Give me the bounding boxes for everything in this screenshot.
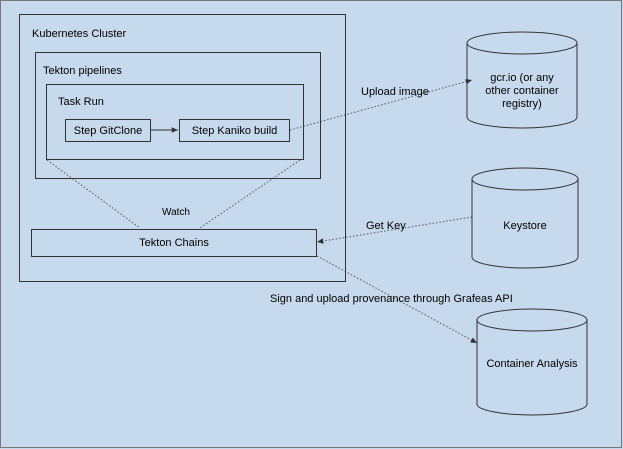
step-kaniko-label: Step Kaniko build: [191, 124, 278, 137]
watch-label: Watch: [162, 207, 190, 218]
keystore-label: Keystore: [503, 220, 547, 232]
tekton-chains-box: Tekton Chains: [31, 229, 317, 257]
registry-cylinder: [466, 31, 578, 129]
watch-line-right: [199, 159, 301, 229]
container-analysis-cylinder: [476, 308, 588, 416]
kubernetes-cluster-title: Kubernetes Cluster: [32, 28, 127, 40]
tekton-pipelines-title: Tekton pipelines: [43, 65, 122, 77]
upload-image-label: Upload image: [361, 86, 429, 98]
step-gitclone-box: Step GitClone: [65, 119, 151, 142]
registry-label-line-3: registry): [502, 98, 542, 110]
tekton-pipelines-box: [35, 52, 321, 179]
kubernetes-cluster-box: [19, 14, 346, 282]
get-key-arrow: [316, 216, 473, 244]
sign-upload-label: Sign and upload provenance through Grafe…: [270, 293, 513, 305]
container-analysis-label: Container Analysis: [486, 358, 578, 370]
task-run-box: [46, 84, 304, 160]
task-run-title: Task Run: [58, 96, 104, 108]
registry-label-line-1: gcr.io (or any: [490, 72, 554, 84]
step-gitclone-label: Step GitClone: [73, 124, 143, 137]
sign-upload-arrow: [316, 255, 478, 344]
registry-label: gcr.io (or any other container registry): [470, 72, 574, 111]
tekton-chains-label: Tekton Chains: [139, 237, 209, 249]
registry-label-line-2: other container: [485, 85, 559, 97]
keystore-cylinder: [471, 167, 579, 269]
get-key-label: Get Key: [366, 220, 406, 232]
step-kaniko-box: Step Kaniko build: [179, 119, 290, 142]
